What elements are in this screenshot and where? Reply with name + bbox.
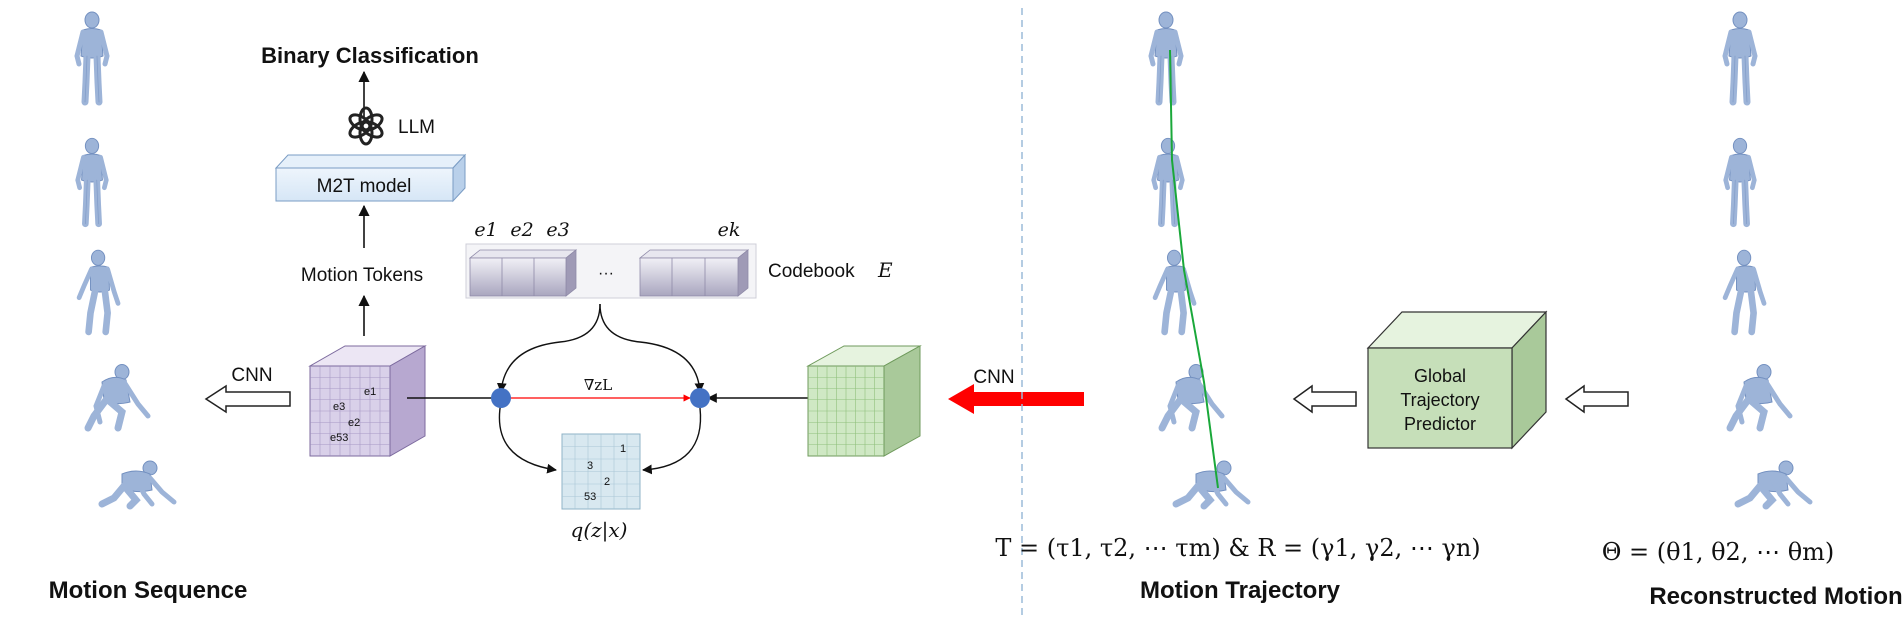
codebook-ellipsis: ··· (598, 265, 614, 282)
quantization-loop (496, 303, 705, 475)
global-trajectory-predictor-box: Global Trajectory Predictor (1366, 310, 1548, 450)
token-cell-label: 2 (604, 476, 610, 488)
quantized-node (690, 388, 710, 408)
token-grid: 1 3 2 53 (561, 433, 641, 510)
human-pose-icon (1730, 365, 1790, 429)
reconstructed-motion-figures (1725, 12, 1810, 506)
llm-label: LLM (398, 117, 435, 138)
posterior-label: q(z|x) (571, 518, 628, 543)
human-pose-icon (1162, 365, 1222, 429)
codebook-entry-label: e3 (546, 219, 569, 241)
predictor-label-line: Predictor (1404, 414, 1476, 434)
m2t-model-label: M2T model (317, 176, 412, 197)
motion-tokens-label: Motion Tokens (301, 265, 423, 286)
human-pose-icon (88, 365, 148, 429)
motion-trajectory-caption: Motion Trajectory (1140, 577, 1341, 604)
codebook-block: ··· (465, 243, 757, 299)
gradient-label: ∇zL (584, 376, 612, 394)
cube-cell-label: e2 (348, 417, 360, 429)
motion-trajectory-figures (1151, 12, 1248, 506)
reconstructed-motion-caption: Reconstructed Motion (1649, 583, 1902, 610)
human-pose-icon (78, 138, 107, 224)
cnn-left-label: CNN (231, 365, 272, 386)
token-cell-label: 1 (620, 443, 626, 455)
cnn-right-arrow (948, 384, 1084, 414)
human-pose-icon (1176, 461, 1248, 506)
codebook-label: Codebook (768, 261, 855, 282)
encoded-feature-cube: e1 e3 e2 e53 (308, 345, 427, 457)
token-cell-label: 53 (584, 491, 596, 503)
m2t-model-box: M2T model (274, 153, 467, 203)
codebook-entry-label: e1 (474, 219, 497, 241)
openai-logo-icon (348, 106, 384, 146)
predictor-label-line: Global (1414, 366, 1466, 386)
cnn-right-label: CNN (973, 367, 1014, 388)
codebook-entry-label: ek (718, 219, 741, 241)
human-pose-icon (1725, 12, 1755, 102)
human-pose-icon (1726, 138, 1755, 224)
human-pose-icon (1151, 12, 1181, 102)
token-cell-label: 3 (587, 460, 593, 472)
green-feature-cube (806, 345, 922, 457)
codebook-entry-label: e2 (510, 219, 533, 241)
human-pose-icon (102, 461, 174, 506)
trajectory-formula: T = (τ1, τ2, ⋯ τm) & R = (γ1, γ2, ⋯ γn) (995, 534, 1480, 562)
arrow-motion-to-predictor (1564, 384, 1629, 414)
human-pose-icon (77, 12, 107, 102)
cnn-left-arrow (204, 384, 291, 414)
binary-classification-label: Binary Classification (261, 43, 479, 68)
motion-sequence-figures (77, 12, 174, 506)
arrow-predictor-to-trajectory (1292, 384, 1357, 414)
cube-cell-label: e1 (364, 386, 376, 398)
cube-cell-label: e53 (330, 432, 348, 444)
trajectory-line (1169, 49, 1219, 489)
encoder-node (491, 388, 511, 408)
human-pose-icon (1738, 461, 1810, 506)
human-pose-icon (1725, 250, 1764, 332)
cube-cell-label: e3 (333, 401, 345, 413)
predictor-label-line: Trajectory (1400, 390, 1479, 410)
theta-formula: Θ = (θ1, θ2, ⋯ θm) (1602, 538, 1835, 566)
codebook-symbol: E (877, 258, 893, 282)
human-pose-icon (79, 250, 118, 332)
motion-sequence-caption: Motion Sequence (49, 577, 248, 604)
